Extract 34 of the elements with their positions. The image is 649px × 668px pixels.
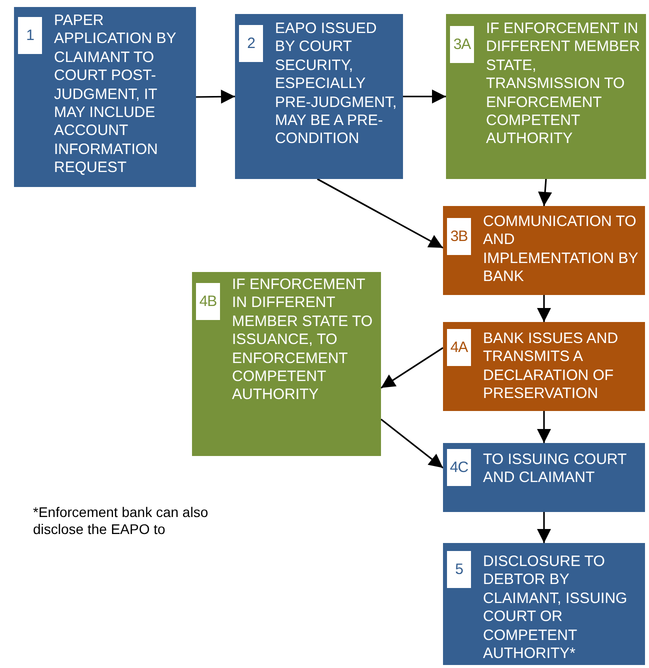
step-text: IF ENFORCEMENT IN DIFFERENT MEMBER STATE, TRANSMISSION TO ENFORCEMENT COMPETENT AUTHORITY [486, 20, 641, 149]
footnote-text: *Enforcement bank can also disclose the EAPO to [33, 504, 210, 538]
process-box [192, 272, 381, 456]
process-box [443, 543, 645, 665]
step-text: DISCLOSURE TO DEBTOR BY CLAIMANT, ISSUING COURT OR COMPETENT AUTHORITY* [483, 553, 628, 664]
step-text: COMMUNICATION TO AND IMPLEMENTATION BY BANK [483, 213, 640, 287]
step-text: IF ENFORCEMENT IN DIFFERENT MEMBER STATE TO ISSUANCE, TO ENFORCEMENT COMPETENT AUTHORITY [232, 276, 374, 405]
process-box [235, 14, 403, 179]
arrow [537, 295, 551, 322]
process-box [443, 322, 645, 411]
arrow [403, 90, 446, 104]
step-text: BANK ISSUES AND TRANSMITS A DECLARATION OF PRESERVATION [483, 330, 620, 404]
arrow [196, 90, 236, 104]
step-text: EAPO ISSUED BY COURT SECURITY, ESPECIALLY PRE-JUDGMENT, MAY BE A PRE-CONDITION [275, 20, 398, 149]
step-number: 5 [447, 551, 471, 588]
step-number: 3B [447, 218, 471, 255]
process-box [443, 206, 645, 295]
step-number: 3A [450, 26, 474, 63]
step-text: TO ISSUING COURT AND CLAIMANT [483, 451, 628, 488]
step-number: 2 [239, 25, 263, 62]
arrow [537, 512, 551, 543]
process-box [443, 443, 645, 512]
arrow [537, 411, 551, 443]
process-box [446, 14, 646, 179]
step-number: 4C [447, 449, 471, 486]
step-text: PAPER APPLICATION BY CLAIMANT TO COURT POST-JUDGMENT, IT MAY INCLUDE ACCOUNT INFORMATION REQUEST [54, 12, 177, 178]
arrow [380, 347, 444, 389]
step-number: 4B [196, 283, 220, 320]
arrow [380, 418, 444, 468]
process-box [14, 7, 196, 187]
arrow [316, 178, 444, 249]
step-number: 4A [447, 329, 471, 366]
step-number: 1 [18, 17, 42, 54]
arrow [538, 178, 552, 206]
